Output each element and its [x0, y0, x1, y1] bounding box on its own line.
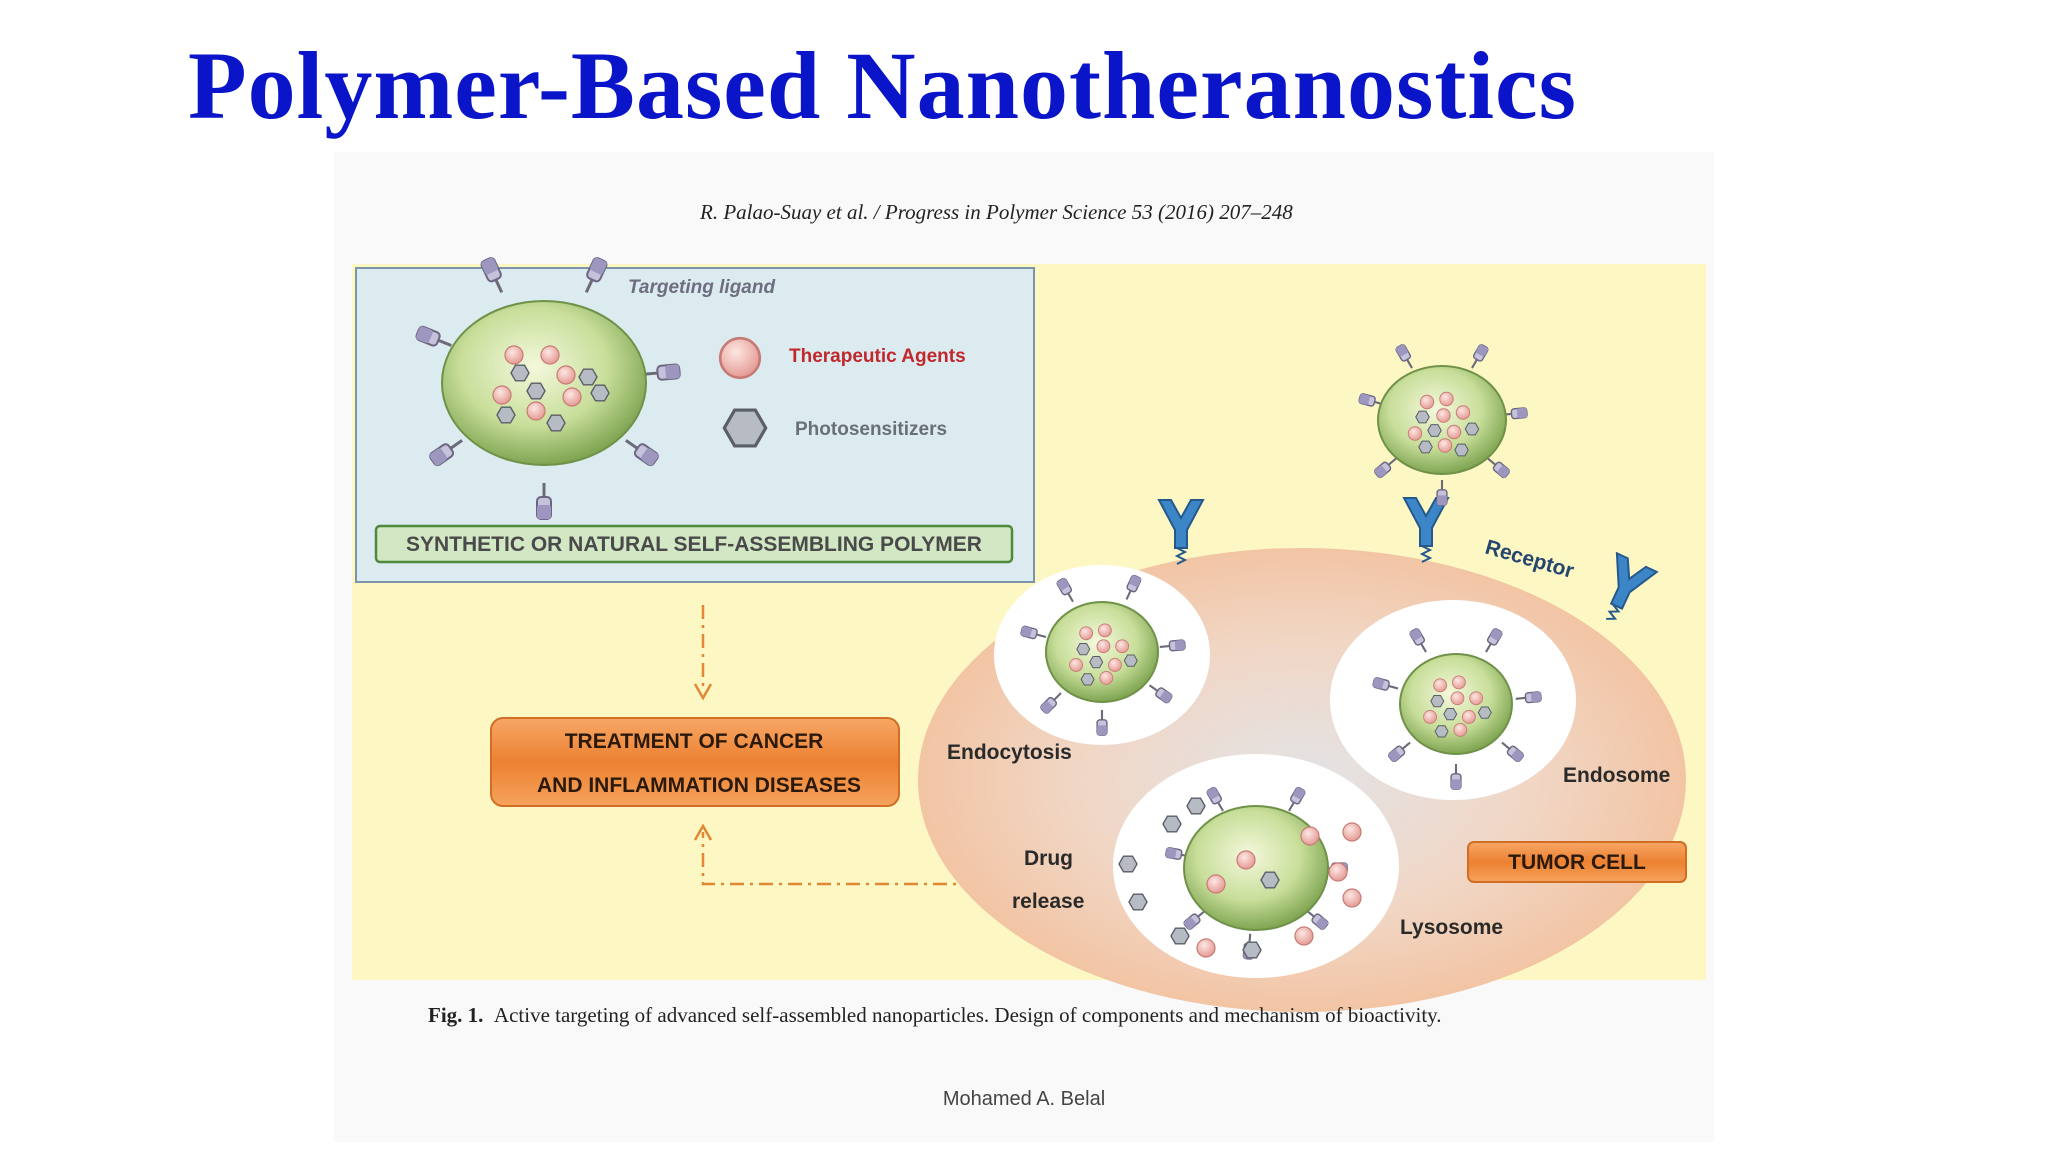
photosensitizer-icon [722, 408, 768, 448]
figure-caption: Fig. 1. Active targeting of advanced sel… [428, 1003, 1442, 1028]
treatment-line-2: AND INFLAMMATION DISEASES [537, 774, 861, 797]
therapeutic-agents-label: Therapeutic Agents [789, 346, 966, 367]
endosome-label: Endosome [1563, 764, 1670, 787]
polymer-banner [374, 524, 1014, 564]
slide-title: Polymer-Based Nanotheranostics [188, 32, 1577, 139]
slide-footer: Mohamed A. Belal [942, 1088, 1106, 1110]
figure-citation: R. Palao-Suay et al. / Progress in Polym… [700, 200, 1293, 224]
photosensitizers-label: Photosensitizers [795, 419, 947, 440]
polymer-banner-label: SYNTHETIC OR NATURAL SELF-ASSEMBLING POL… [406, 533, 982, 556]
legend-nanoparticle [413, 255, 682, 521]
endocytosis-nanoparticle [1019, 573, 1187, 737]
endocytosis-label: Endocytosis [947, 741, 1072, 764]
dashed-arrow-return [701, 832, 1005, 886]
caption-text: Active targeting of advanced self-assemb… [493, 1003, 1442, 1027]
tumor-cell-tag [1467, 841, 1687, 883]
lysosome-label: Lysosome [1400, 916, 1503, 939]
caption-label: Fig. 1. [428, 1003, 484, 1027]
treatment-box [490, 717, 900, 807]
therapeutic-agent-icon [718, 336, 762, 380]
lysosome-nanoparticle [1164, 785, 1349, 961]
tumor-cell-label: TUMOR CELL [1508, 851, 1646, 874]
release-label: release [1012, 890, 1084, 913]
treatment-line-1: TREATMENT OF CANCER [565, 730, 824, 753]
targeting-ligand-label: Targeting ligand [628, 277, 775, 298]
endosome-nanoparticle [1371, 626, 1543, 791]
drug-label: Drug [1024, 847, 1073, 870]
incoming-nanoparticle [1357, 342, 1529, 507]
